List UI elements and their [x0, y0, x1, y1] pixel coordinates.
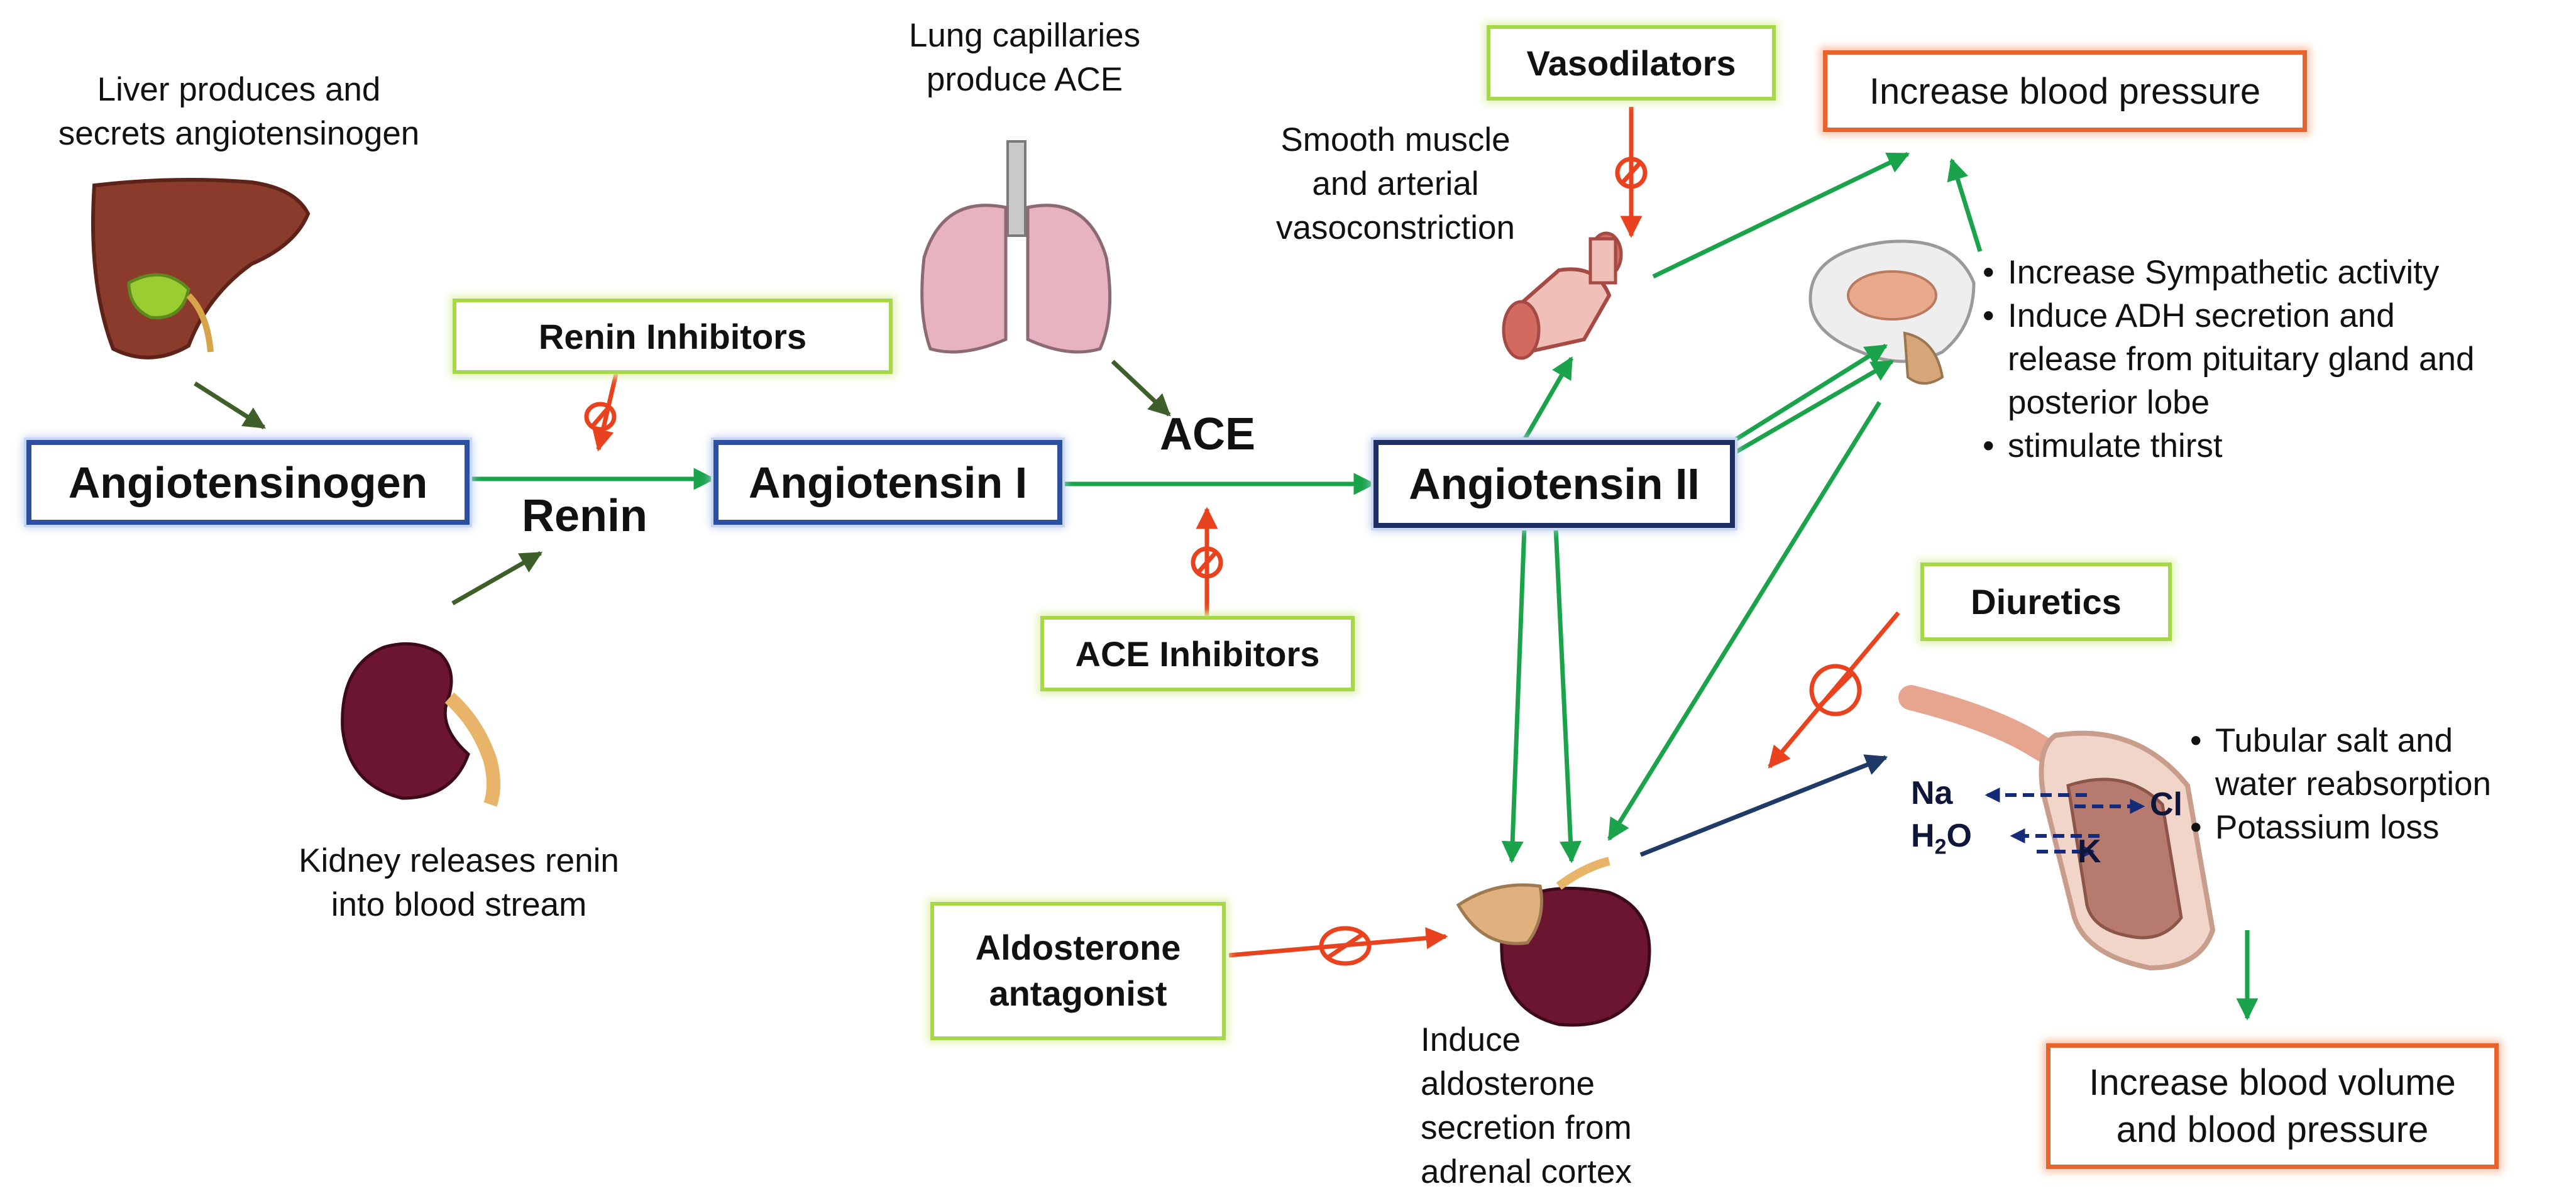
smooth-muscle-label-line: vasoconstriction — [1275, 209, 1515, 246]
chloride-label: Cl — [2150, 786, 2182, 823]
aldosterone-label-line: adrenal cortex — [1421, 1153, 1632, 1190]
kidney-effect-text: water reabsorption — [2215, 765, 2491, 803]
block-icon — [1809, 664, 1862, 716]
increase-blood-volume-line: Increase blood volume — [2089, 1062, 2456, 1103]
brain-effect-item: Increase Sympathetic activity — [1980, 251, 2571, 295]
brain-effect-item: stimulate thirst — [1980, 425, 2571, 468]
kidney-label: Kidney releases renin into blood stream — [264, 839, 654, 927]
brain-effects-list: Increase Sympathetic activity Induce ADH… — [1980, 251, 2571, 468]
increase-blood-volume-line: and blood pressure — [2116, 1109, 2429, 1150]
kidney-label-line: into blood stream — [331, 886, 587, 923]
sodium-label: Na — [1911, 775, 1953, 811]
liver-icon — [91, 178, 311, 359]
brain-effect-item: release from pituitary gland and — [1980, 338, 2571, 381]
smooth-muscle-label-line: Smooth muscle — [1280, 121, 1511, 158]
water-h: H — [1911, 818, 1935, 854]
kidney-effect-item: water reabsorption — [2188, 763, 2565, 806]
kidney-effect-item: Tubular salt and — [2188, 720, 2565, 763]
block-icon — [584, 402, 617, 432]
block-icon — [1615, 156, 1648, 189]
kidney-icon — [341, 642, 500, 807]
brain-effect-text: release from pituitary gland and — [2008, 340, 2475, 378]
brain-effect-text: posterior lobe — [2008, 383, 2210, 421]
lung-label-line: Lung capillaries — [908, 17, 1141, 54]
liver-label-line: secrets angiotensinogen — [58, 114, 420, 152]
aldosterone-antagonist-line: Aldosterone — [975, 928, 1181, 968]
angiotensinogen-box: Angiotensinogen — [26, 440, 470, 525]
liver-label: Liver produces and secrets angiotensinog… — [25, 68, 453, 156]
ace-inhibitors-box: ACE Inhibitors — [1040, 616, 1355, 691]
block-symbols — [584, 156, 1862, 966]
potassium-label: K — [2078, 833, 2101, 870]
smooth-muscle-label-line: and arterial — [1312, 165, 1479, 202]
kidney-effects-list: Tubular salt and water reabsorption Pota… — [2188, 720, 2565, 850]
smooth-muscle-label: Smooth muscle and arterial vasoconstrict… — [1232, 118, 1559, 250]
angiotensin-1-box: Angiotensin I — [713, 440, 1062, 525]
aldosterone-antagonist-box: Aldosterone antagonist — [930, 902, 1226, 1040]
brain-effect-item: Induce ADH secretion and — [1980, 295, 2571, 338]
water-o: O — [1946, 818, 1972, 854]
aldosterone-antagonist-line: antagonist — [989, 974, 1167, 1013]
lungs-icon — [920, 140, 1112, 354]
adrenal-kidney-icon — [1456, 857, 1651, 1027]
renin-inhibitors-box: Renin Inhibitors — [453, 299, 893, 374]
renin-label: Renin — [522, 491, 648, 541]
vasodilators-box: Vasodilators — [1487, 25, 1776, 101]
brain-icon — [1808, 239, 1976, 385]
block-icon — [1191, 546, 1223, 579]
kidney-tubule-icon — [1898, 685, 2216, 971]
ion-exchange-arrows — [1984, 788, 2145, 859]
liver-label-line: Liver produces and — [97, 71, 381, 108]
increase-blood-volume-box: Increase blood volume and blood pressure — [2046, 1043, 2499, 1169]
angiotensin-2-box: Angiotensin II — [1373, 440, 1735, 528]
ace-label: ACE — [1160, 409, 1256, 459]
water-label: H2O — [1911, 817, 1972, 859]
lung-label: Lung capillaries produce ACE — [893, 14, 1157, 102]
brain-effect-item: posterior lobe — [1980, 381, 2571, 425]
water-subscript: 2 — [1934, 835, 1947, 859]
block-icon — [1319, 926, 1372, 966]
aldosterone-label-line: Induce aldosterone — [1421, 1021, 1595, 1102]
aldosterone-label-line: secretion from — [1421, 1109, 1632, 1146]
kidney-effect-item: Potassium loss — [2188, 806, 2565, 850]
increase-blood-pressure-box: Increase blood pressure — [1823, 50, 2307, 132]
kidney-label-line: Kidney releases renin — [299, 842, 619, 879]
aldosterone-label: Induce aldosterone secretion from adrena… — [1421, 1018, 1685, 1191]
diuretics-box: Diuretics — [1920, 563, 2172, 641]
blood-vessel-icon — [1502, 231, 1623, 360]
lung-label-line: produce ACE — [926, 60, 1123, 98]
